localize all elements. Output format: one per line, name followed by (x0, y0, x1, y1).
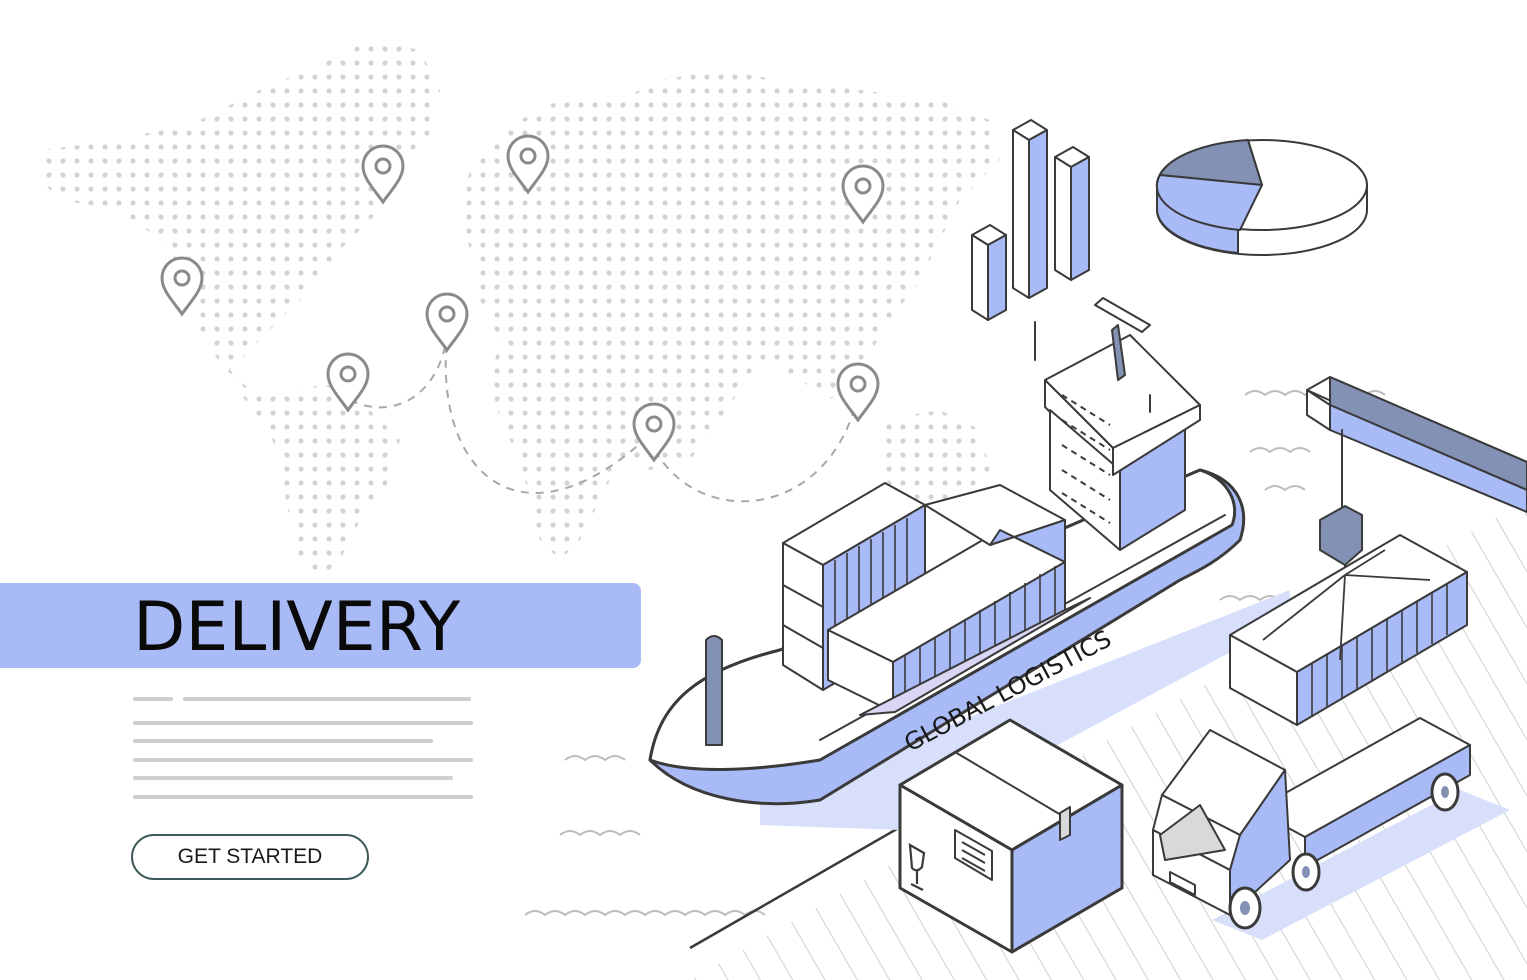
text-line (133, 720, 473, 725)
route-lines (349, 329, 859, 503)
crane (1306, 376, 1527, 576)
map-pin-icon (632, 402, 676, 463)
map-pin-icon (361, 144, 405, 205)
get-started-button[interactable]: GET STARTED (131, 834, 369, 880)
pie-chart-graphic (1155, 139, 1368, 256)
text-line (133, 794, 473, 799)
map-pin-icon (160, 256, 204, 317)
tower-windows (1061, 394, 1111, 524)
map-pin-icon (425, 292, 469, 353)
map-pin-icon (326, 352, 370, 413)
map-pin-icon (841, 164, 885, 225)
text-line (133, 697, 173, 701)
text-line (133, 757, 473, 762)
map-pin-icon (506, 134, 550, 195)
delivery-truck (1152, 717, 1510, 940)
text-line (183, 697, 471, 701)
text-line (133, 739, 433, 743)
map-pin-icon (836, 362, 880, 423)
title-banner (0, 583, 641, 668)
placeholder-text-lines (133, 697, 473, 813)
dock-container (1229, 534, 1468, 726)
bar-chart-graphic (971, 119, 1090, 321)
shipping-label-icon (954, 829, 993, 881)
page-title: DELIVERY (133, 588, 461, 667)
wine-glass-icon (908, 843, 926, 891)
ship-water-shadow (760, 590, 1290, 830)
text-line (133, 776, 453, 780)
map-pins (160, 134, 885, 463)
cargo-ship: GLOBAL LOGISTICS (648, 297, 1246, 806)
shipping-box (898, 718, 1124, 954)
